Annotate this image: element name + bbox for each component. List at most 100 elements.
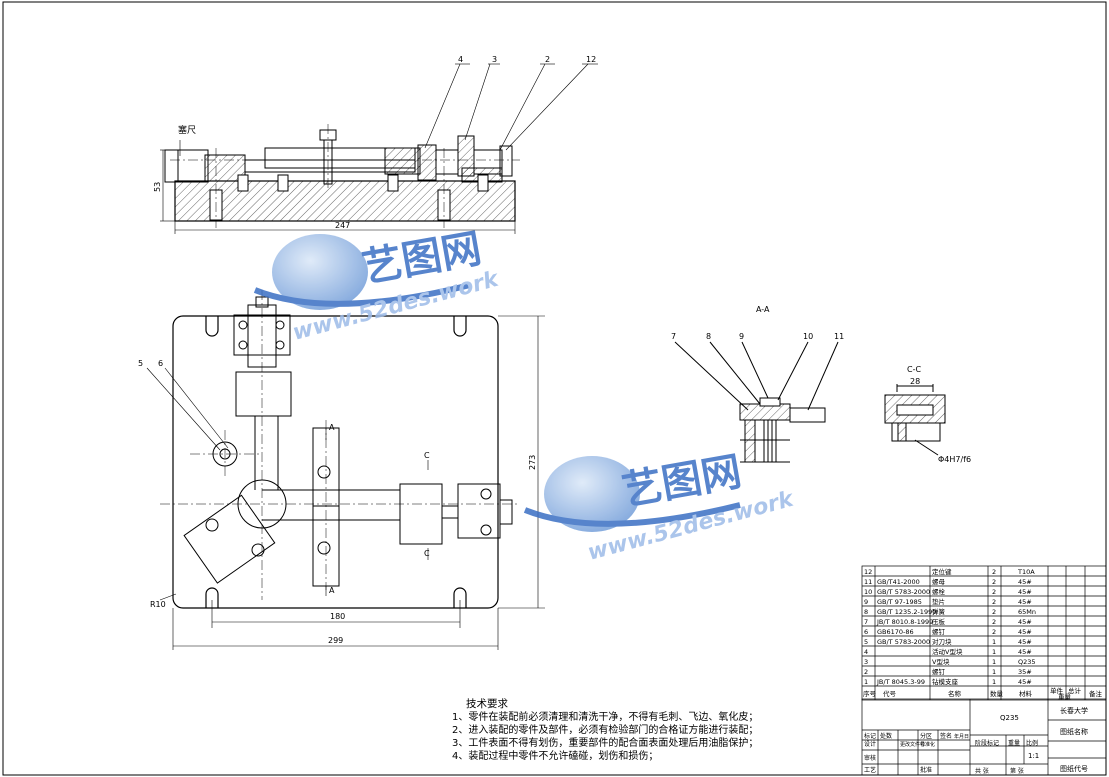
parts-header-no: 序号 bbox=[863, 689, 877, 698]
section-c-bottom: C bbox=[424, 549, 430, 558]
tech-item-2: 2、进入装配的零件及部件，必须有检验部门的合格证方能进行装配； bbox=[452, 725, 759, 736]
aa-callout-11: 11 bbox=[834, 332, 844, 341]
parts-row-9-name: 垫片 bbox=[932, 597, 945, 606]
parts-row-8-material: 65Mn bbox=[1018, 608, 1036, 616]
section-a-bottom: A bbox=[329, 586, 335, 595]
parts-row-2-name: 螺钉 bbox=[932, 667, 946, 676]
parts-row-7-qty: 2 bbox=[992, 618, 996, 626]
parts-row-2-material: 35# bbox=[1018, 668, 1032, 676]
callout-3: 3 bbox=[492, 55, 497, 64]
callout-5: 5 bbox=[138, 359, 143, 368]
tb-process: 工艺 bbox=[864, 766, 876, 774]
callout-6: 6 bbox=[158, 359, 163, 368]
watermark-top: 艺图网 www.52des.work bbox=[253, 226, 502, 346]
parts-row-7-material: 45# bbox=[1018, 618, 1032, 626]
parts-row-6-name: 螺钉 bbox=[932, 627, 946, 636]
parts-row-1-code: JB/T 8045.3-99 bbox=[876, 678, 925, 686]
title-block bbox=[861, 698, 1107, 776]
parts-row-1-name: 钻模支座 bbox=[932, 677, 959, 686]
parts-row-6-code: GB6170-86 bbox=[877, 628, 914, 636]
tb-review: 审核 bbox=[864, 754, 876, 762]
tb-sheets-total: 共 张 bbox=[975, 767, 989, 775]
parts-header-material: 材料 bbox=[1019, 689, 1033, 698]
parts-row-12-name: 定位键 bbox=[932, 567, 952, 576]
tb-signature: 签名 bbox=[940, 732, 952, 740]
parts-row-11-material: 45# bbox=[1018, 578, 1032, 586]
parts-header-name: 名称 bbox=[948, 689, 962, 698]
plan-dim-height: 273 bbox=[528, 455, 537, 470]
parts-row-1-material: 45# bbox=[1018, 678, 1032, 686]
front-dim-length: 247 bbox=[335, 221, 350, 230]
plan-base-plate bbox=[172, 315, 499, 609]
callout-2: 2 bbox=[545, 55, 550, 64]
tech-title: 技术要求 bbox=[466, 698, 508, 710]
tb-mark: 标记 bbox=[864, 732, 876, 740]
feeler-label: 塞尺 bbox=[178, 124, 196, 136]
section-c-top: C bbox=[424, 451, 430, 460]
tb-zone: 分区 bbox=[920, 732, 932, 740]
cc-fit-label: Φ4H7/f6 bbox=[938, 455, 971, 464]
parts-row-7-code: JB/T 8010.8-1999 bbox=[876, 618, 933, 626]
aa-callout-9: 9 bbox=[739, 332, 744, 341]
parts-row-3-qty: 1 bbox=[992, 658, 996, 666]
parts-row-4-name: 活动V型块 bbox=[932, 647, 963, 656]
plan-radius: R10 bbox=[150, 600, 166, 609]
parts-row-1-qty: 1 bbox=[992, 678, 996, 686]
plan-dim-width: 299 bbox=[328, 636, 343, 645]
tb-date: 年月日 bbox=[954, 733, 969, 740]
parts-row-8-qty: 2 bbox=[992, 608, 996, 616]
parts-row-6-no: 6 bbox=[864, 628, 868, 636]
parts-row-6-qty: 2 bbox=[992, 628, 996, 636]
tb-stage-mark: 阶段标记 bbox=[975, 739, 999, 747]
parts-row-5-no: 5 bbox=[864, 638, 868, 646]
parts-row-5-material: 45# bbox=[1018, 638, 1032, 646]
front-base-plate bbox=[174, 180, 516, 222]
parts-row-12-material: T10A bbox=[1017, 568, 1035, 576]
parts-row-4-material: 45# bbox=[1018, 648, 1032, 656]
parts-row-10-code: GB/T 5783-2000 bbox=[877, 588, 930, 596]
tb-drawing-name: 图纸名称 bbox=[1060, 727, 1088, 736]
parts-row-7-no: 7 bbox=[864, 618, 868, 626]
parts-row-1-no: 1 bbox=[864, 678, 868, 686]
front-dim-height: 53 bbox=[153, 182, 162, 192]
parts-header-total: 总计 bbox=[1068, 686, 1082, 695]
parts-list-table bbox=[861, 565, 1107, 701]
tb-sheet-no: 第 张 bbox=[1010, 767, 1024, 775]
parts-row-11-name: 螺母 bbox=[932, 577, 946, 586]
tb-standard: 标准化 bbox=[920, 741, 935, 748]
tb-drawing-code: 图纸代号 bbox=[1060, 764, 1088, 773]
watermark-middle: 艺图网 www.52des.work bbox=[523, 449, 797, 566]
tb-weight: 重量 bbox=[1008, 739, 1020, 747]
parts-row-3-name: V型块 bbox=[932, 657, 950, 666]
tb-school: 长春大学 bbox=[1060, 706, 1088, 715]
parts-row-10-qty: 2 bbox=[992, 588, 996, 596]
plan-dim-hole-spacing: 180 bbox=[330, 612, 345, 621]
section-aa-view bbox=[674, 341, 839, 463]
parts-row-11-code: GB/T41-2000 bbox=[877, 578, 920, 586]
parts-header-qty: 数量 bbox=[990, 689, 1004, 698]
tech-item-4: 4、装配过程中零件不允许磕碰，划伤和损伤； bbox=[452, 751, 659, 762]
plan-view bbox=[172, 296, 513, 609]
parts-row-10-material: 45# bbox=[1018, 588, 1032, 596]
front-view bbox=[164, 129, 516, 222]
tech-item-3: 3、工件表面不得有划伤，重要部件的配合面表面处理后用油脂保护； bbox=[452, 738, 759, 749]
parts-row-12-no: 12 bbox=[864, 568, 872, 576]
aa-callout-8: 8 bbox=[706, 332, 711, 341]
parts-row-7-name: 压板 bbox=[932, 617, 946, 626]
parts-header-remark: 备注 bbox=[1089, 689, 1103, 698]
parts-row-9-code: GB/T 97-1985 bbox=[877, 598, 922, 606]
parts-header-single: 单件 bbox=[1050, 686, 1064, 695]
parts-row-3-material: Q235 bbox=[1018, 658, 1036, 666]
parts-row-8-no: 8 bbox=[864, 608, 868, 616]
parts-row-9-material: 45# bbox=[1018, 598, 1032, 606]
parts-row-5-name: 对刀块 bbox=[932, 637, 952, 646]
callout-12: 12 bbox=[586, 55, 596, 64]
tb-approve: 批准 bbox=[920, 766, 932, 774]
tb-scale-value: 1:1 bbox=[1028, 752, 1039, 760]
parts-row-10-name: 螺栓 bbox=[932, 587, 946, 596]
aa-callout-7: 7 bbox=[671, 332, 676, 341]
parts-row-11-qty: 2 bbox=[992, 578, 996, 586]
parts-header-weight: 重量 bbox=[1058, 693, 1072, 701]
